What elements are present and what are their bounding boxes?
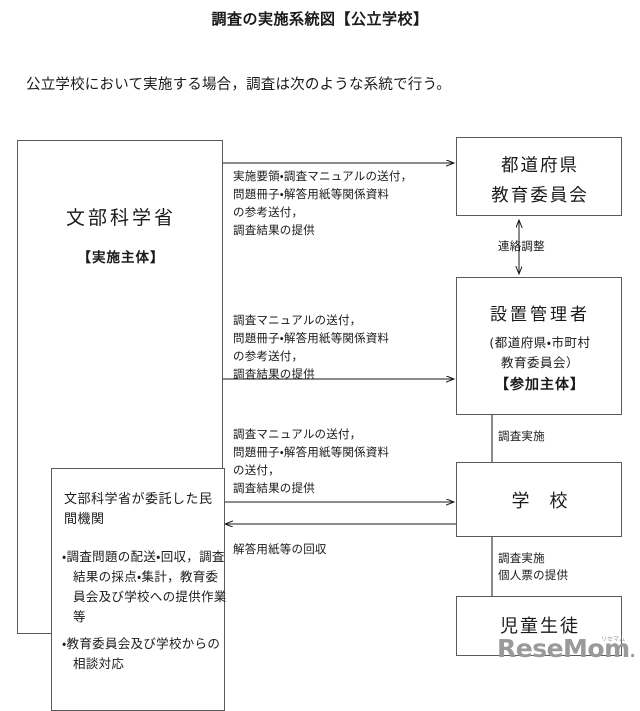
flow-label-mext-to-school: 調査マニュアルの送付， 問題冊子・解答用紙等関係資料 の送付， 調査結果の提供: [233, 427, 390, 495]
school-name: 学 校: [511, 491, 569, 511]
watermark-dot: .: [629, 642, 636, 661]
box-school: 学 校: [456, 462, 622, 537]
box-students: 児童生徒: [456, 596, 622, 656]
mext-name: 文部科学省: [65, 208, 176, 229]
students-name: 児童生徒: [500, 616, 580, 636]
administrator-sub-line-1: (都道府県・市町村: [489, 335, 591, 350]
box-private-agency: 文部科学省が委託した民間機関 ・調査問題の配送・回収，調査結果の採点・集計，教育…: [51, 468, 226, 711]
flow-label-prefecture-administrator: 連絡調整: [498, 239, 545, 253]
administrator-name: 設置管理者: [490, 305, 590, 324]
flow-label-school-students: 調査実施 個人票の提供: [498, 551, 569, 582]
watermark-text: ReseMom: [497, 634, 630, 663]
agency-bullet-item: ・調査問題の配送・回収，調査結果の採点・集計，教育委員会及び学校への提供作業等: [62, 550, 227, 624]
agency-bullet-item: ・教育委員会及び学校からの相談対応: [62, 637, 221, 671]
diagram-page: 調査の実施系統図【公立学校】 公立学校において実施する場合，調査は次のような系統…: [17, 10, 636, 711]
flow-label-mext-to-administrator: 調査マニュアルの送付， 問題冊子・解答用紙等関係資料 の参考送付， 調査結果の提…: [233, 313, 390, 381]
flow-label-administrator-school: 調査実施: [498, 429, 545, 443]
prefecture-line-2: 教育委員会: [491, 185, 589, 205]
administrator-role-badge: 【参加主体】: [495, 377, 585, 393]
flow-label-school-to-mext: 解答用紙等の回収: [233, 542, 327, 556]
administrator-sub-line-2: 教育委員会）: [500, 355, 579, 370]
box-mext: 文部科学省 【実施主体】 文部科学省が委託した民間機関 ・調査問題の配送・回収，…: [17, 140, 226, 711]
flow-label-mext-to-prefecture: 実施要領・調査マニュアルの送付， 問題冊子・解答用紙等関係資料 の参考送付， 調…: [233, 169, 413, 237]
page-title: 調査の実施系統図【公立学校】: [211, 10, 429, 28]
prefecture-line-1: 都道府県: [501, 155, 579, 175]
mext-role-badge: 【実施主体】: [77, 250, 165, 266]
page-subtitle: 公立学校において実施する場合，調査は次のような系統で行う。: [26, 77, 451, 93]
watermark-ruby-text: リセマム: [601, 636, 626, 643]
box-prefectural-board-of-education: 都道府県 教育委員会: [456, 137, 622, 216]
watermark-logo: ReseMom.: [497, 634, 636, 663]
agency-name: 文部科学省が委託した民間機関: [64, 491, 213, 526]
box-installation-administrator: 設置管理者 (都道府県・市町村 教育委員会） 【参加主体】: [456, 277, 622, 415]
